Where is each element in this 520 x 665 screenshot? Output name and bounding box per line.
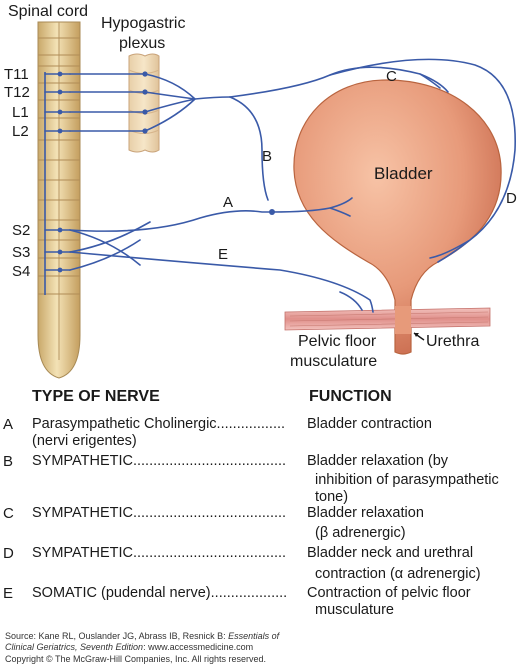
label-hypogastric-1: Hypogastric bbox=[101, 15, 185, 32]
urethra-pointer-head bbox=[414, 333, 419, 337]
label-nerve-d: D bbox=[506, 190, 517, 207]
label-spinal-cord: Spinal cord bbox=[8, 3, 88, 20]
row-key: D bbox=[3, 545, 14, 562]
row-function: Bladder relaxation bbox=[307, 505, 424, 521]
header-type-of-nerve: TYPE OF NERVE bbox=[32, 388, 160, 405]
bladder bbox=[293, 79, 502, 355]
row-function: Bladder contraction bbox=[307, 416, 432, 432]
row-type: Parasympathetic Cholinergic.............… bbox=[32, 416, 286, 432]
source-url: : www.accessmedicine.com bbox=[143, 642, 254, 652]
row-key: C bbox=[3, 505, 14, 522]
copyright-notice: Copyright © The McGraw-Hill Companies, I… bbox=[5, 654, 267, 664]
label-nerve-e: E bbox=[218, 246, 228, 263]
row-key: E bbox=[3, 585, 14, 602]
nerve-terminals bbox=[57, 71, 148, 273]
label-nerve-b: B bbox=[262, 148, 272, 165]
row-function-continued: inhibition of parasympathetic tone) bbox=[315, 472, 499, 505]
source-prefix: Source: Kane RL, Ouslander JG, Abrass IB… bbox=[5, 631, 229, 641]
pelvic-floor bbox=[284, 306, 491, 334]
label-segment-s3: S3 bbox=[12, 244, 30, 261]
label-urethra: Urethra bbox=[426, 333, 479, 350]
row-function: Contraction of pelvic floor bbox=[307, 585, 471, 601]
source-title-part2: Clinical Geriatrics, Seventh Edition bbox=[5, 642, 144, 652]
spinal-cord bbox=[37, 21, 81, 379]
row-type: SYMPATHETIC.............................… bbox=[32, 505, 287, 521]
source-title-part1: Essentials of bbox=[228, 631, 280, 641]
label-nerve-a: A bbox=[223, 194, 233, 211]
label-pelvic-floor-2: musculature bbox=[290, 353, 377, 370]
label-segment-s4: S4 bbox=[12, 263, 30, 280]
row-type-continued: (nervi erigentes) bbox=[32, 433, 137, 449]
label-segment-l1: L1 bbox=[12, 104, 29, 121]
label-nerve-c: C bbox=[386, 68, 397, 85]
row-function: Bladder relaxation (by bbox=[307, 453, 449, 469]
header-function: FUNCTION bbox=[309, 388, 392, 405]
row-function-continued: contraction (α adrenergic) bbox=[315, 566, 481, 582]
row-key: A bbox=[3, 416, 14, 433]
row-function: Bladder neck and urethral bbox=[307, 545, 474, 561]
label-segment-t12: T12 bbox=[4, 84, 30, 101]
label-hypogastric-2: plexus bbox=[119, 35, 165, 52]
label-segment-s2: S2 bbox=[12, 222, 30, 239]
row-type: SYMPATHETIC.............................… bbox=[32, 545, 287, 561]
bladder-innervation-diagram: Spinal cord Hypogastric plexus T11 T12 L… bbox=[4, 3, 517, 379]
row-type: SYMPATHETIC.............................… bbox=[32, 453, 287, 469]
row-function-continued: musculature bbox=[315, 602, 394, 618]
label-segment-t11: T11 bbox=[4, 66, 29, 83]
row-type: SOMATIC (pudendal nerve)................… bbox=[32, 585, 288, 601]
label-segment-l2: L2 bbox=[12, 123, 29, 140]
row-key: B bbox=[3, 453, 14, 470]
label-pelvic-floor-1: Pelvic floor bbox=[298, 333, 377, 350]
row-function-continued: (β adrenergic) bbox=[315, 525, 406, 541]
hypogastric-plexus bbox=[128, 53, 160, 153]
source-citation: Source: Kane RL, Ouslander JG, Abrass IB… bbox=[5, 631, 279, 653]
label-bladder: Bladder bbox=[374, 164, 433, 183]
